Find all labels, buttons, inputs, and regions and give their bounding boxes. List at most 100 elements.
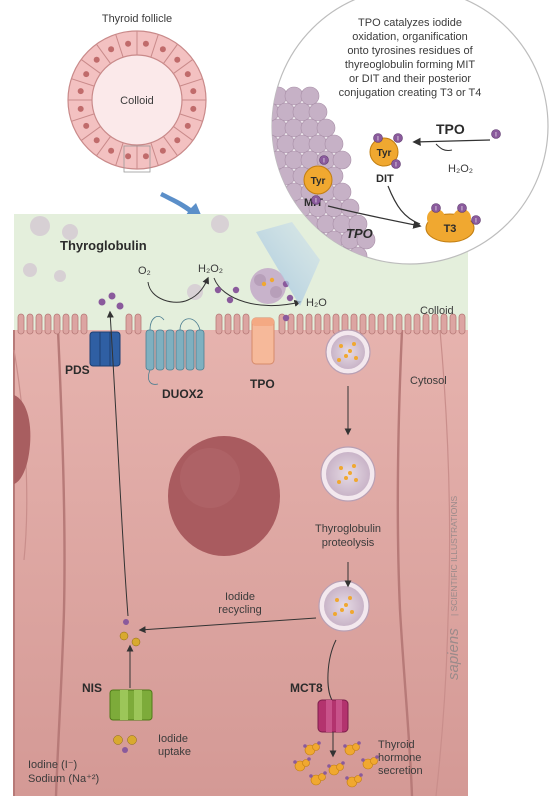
svg-text:I: I [395,163,397,169]
microvillus [458,313,466,335]
follicle-cells [68,31,206,169]
follicle-colloid-label: Colloid [120,95,154,107]
callout-tyr-dit [369,137,399,167]
o2-label: O₂ [138,265,151,277]
callout-oxidation-arrow [412,137,491,147]
svg-text:I: I [377,137,379,143]
microvillus [80,313,88,335]
microvillus [431,313,439,335]
pds-label: PDS [65,363,90,377]
microvillus [26,313,34,335]
callout-text-line: TPO catalyzes iodide [358,17,462,29]
proteolysis-label-2: proteolysis [322,537,375,549]
follicle-cell-nucleus [184,71,191,78]
h2o2-label: H₂O₂ [198,263,223,275]
sodium-label: Sodium (Na⁺²) [28,773,99,785]
microvillus [386,313,394,335]
follicle-title: Thyroid follicle [102,13,172,25]
microvillus [125,313,133,335]
duox2-label: DUOX2 [162,387,204,401]
microvillus [377,313,385,335]
follicle-cell-nucleus [77,88,84,95]
colloid-thyroglobulin [250,268,286,304]
microvillus [368,313,376,335]
follicle-cell-nucleus [125,153,132,160]
iodine-label: Iodine (I⁻) [28,759,77,771]
vesicle [318,580,370,632]
secretion-label-1: Thyroid [378,739,415,751]
callout-text-line: thyreoglobulin forming MIT [345,59,476,71]
microvillus [242,313,250,335]
cell-panel [13,214,468,797]
h2o2-to-h2o-arrow [213,277,302,307]
follicle-cell-nucleus [142,40,149,47]
callout-mit-arrow [327,205,422,229]
hormone-path [327,639,337,701]
microvillus [53,313,61,335]
nis-label: NIS [82,681,102,695]
callout-tpo-label: TPO [436,121,465,137]
watermark-sub: | SCIENTIFIC ILLUSTRATIONS [449,496,459,616]
follicle-cell-nucleus [108,46,115,53]
microvillus [422,313,430,335]
cell-membrane-left [54,329,66,797]
zoom-beam [256,222,320,306]
thyroid-hormone [309,771,327,786]
follicle-cell-nucleus [184,122,191,129]
follicle-cell-nucleus [190,105,197,112]
thyroid-hormone [327,761,345,776]
microvillus [323,313,331,335]
callout-text-line: or DIT and their posterior [349,73,471,85]
follicle-cell-nucleus [108,147,115,154]
svg-text:I: I [495,133,497,139]
svg-text:I: I [475,219,477,225]
follicle-cell-nucleus [174,137,181,144]
callout-text: TPO catalyzes iodide oxidation, organific… [339,17,482,99]
cell-membrane-right [396,329,414,797]
microvillus [332,313,340,335]
microvillus [305,313,313,335]
thyroid-hormone [343,741,361,756]
microvillus [71,313,79,335]
uptake-label-2: uptake [158,746,191,758]
callout-text-line: oxidation, organification [352,31,468,43]
watermark-brand: sapiens [445,628,462,680]
thyroid-hormone [345,773,363,788]
nis-transporter [109,689,153,753]
iodide-atom: I [457,203,467,213]
vesicle [325,329,371,375]
follicle-cell-nucleus [83,122,90,129]
mct8-label: MCT8 [290,681,323,695]
callout-text-line: onto tyrosines residues of [347,45,473,57]
recycling-label-1: Iodide [225,591,255,603]
microvillus [413,313,421,335]
iodide-recycling-arrow [138,617,317,634]
follicle-cell-nucleus [77,105,84,112]
svg-text:I: I [435,207,437,213]
svg-text:I: I [461,207,463,213]
iodide-atom: I [373,133,383,143]
iodide-atom: I [431,203,441,213]
tpo-enzyme [251,317,275,365]
callout-tpo-arrow-label: TPO [346,226,373,241]
microvillus [134,313,142,335]
colloid-blobs [23,215,229,300]
callout-tyr-mit-label: Tyr [311,176,326,187]
cell-body [14,330,468,796]
iodide-transport-arrow [106,310,129,617]
pds-iodide [98,292,124,310]
follicle-cell-nucleus [93,137,100,144]
tpo-label: TPO [250,377,275,391]
microvillus [440,313,448,335]
secreted-hormones [293,741,379,788]
follicle-cell-nucleus [93,56,100,63]
microvillus [404,313,412,335]
proteolysis-label-1: Thyroglobulin [315,523,381,535]
iodide-atom: I [393,133,403,143]
microvillus [62,313,70,335]
callout-circle: TPO catalyzes iodide oxidation, organific… [271,0,549,265]
iodide-atom: I [491,129,501,139]
callout-h2o2-label: H₂O₂ [448,163,473,175]
